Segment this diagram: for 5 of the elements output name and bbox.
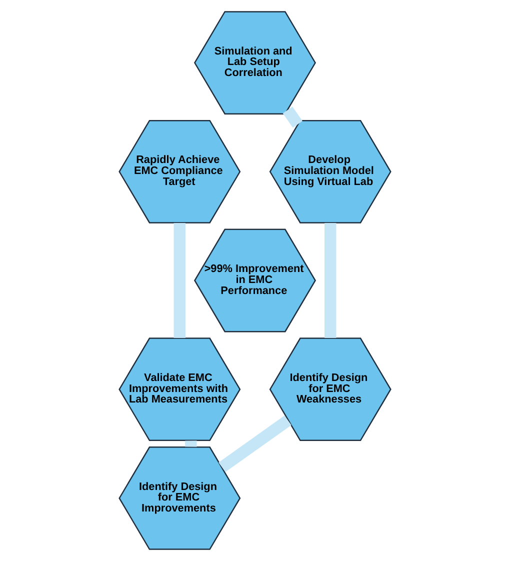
connector bbox=[218, 416, 291, 472]
connector bbox=[184, 440, 196, 447]
connector bbox=[173, 222, 185, 338]
connector bbox=[282, 106, 302, 128]
connector bbox=[324, 222, 336, 338]
